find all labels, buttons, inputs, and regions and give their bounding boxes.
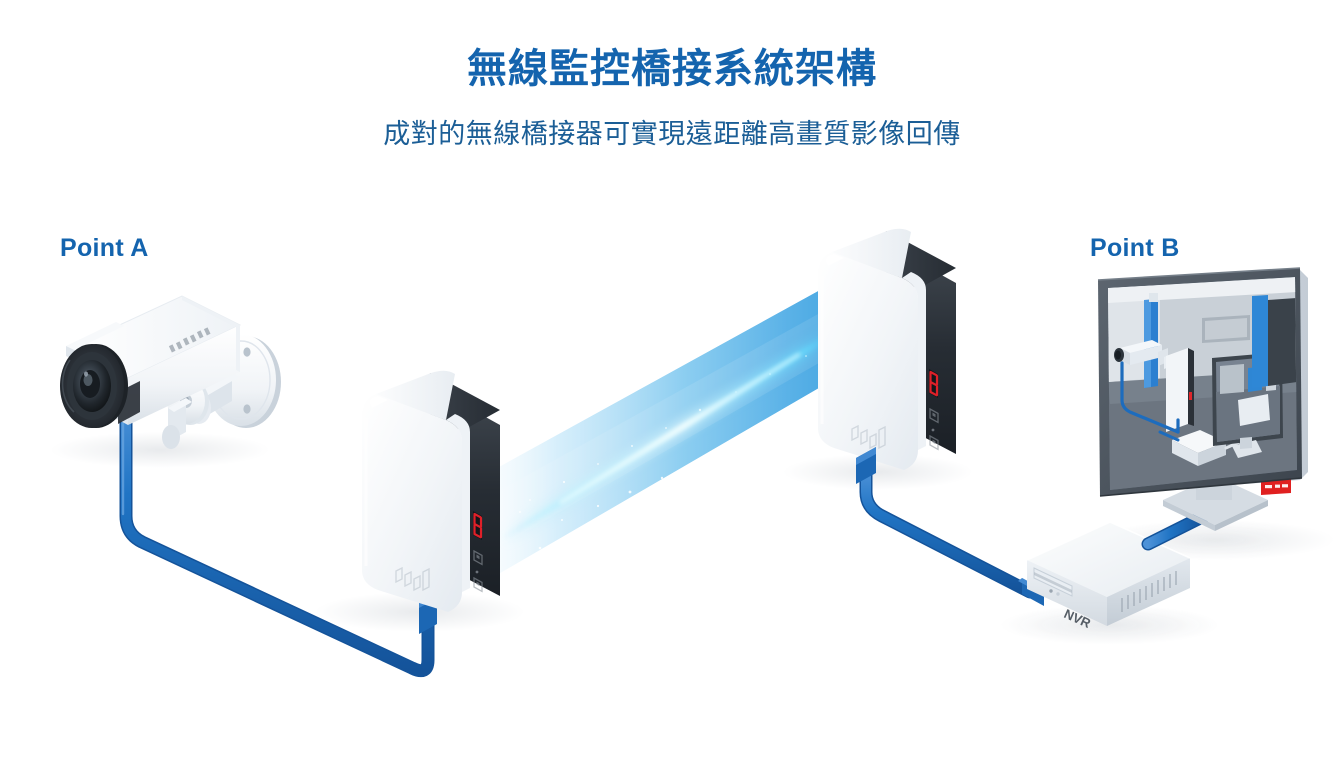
- cable-bridge-b-to-nvr: [856, 447, 1058, 606]
- label-point-b: Point B: [1090, 234, 1180, 262]
- ip-bullet-camera: [60, 295, 281, 449]
- label-point-a: Point A: [60, 234, 149, 262]
- bridge-a-logo: [395, 566, 430, 592]
- nvr-vents: [1121, 571, 1177, 612]
- cable-camera-to-bridge-a: [119, 393, 437, 678]
- wireless-bridge-b: [818, 228, 956, 470]
- monitor-inner-bridge: [1166, 348, 1194, 432]
- bridge-b-led-digit: [929, 369, 939, 398]
- display-monitor: [1097, 267, 1308, 531]
- page-subtitle: 成對的無線橋接器可實現遠距離高畫質影像回傳: [383, 119, 961, 149]
- wireless-beam: [497, 280, 838, 575]
- camera-brand-mark: [168, 327, 211, 353]
- bridge-b-port-icon-2: [929, 434, 939, 451]
- bridge-b-logo: [851, 424, 886, 450]
- monitor-inner-nvr: [1172, 430, 1226, 466]
- bridge-b-port-icon-1: [929, 407, 939, 424]
- wireless-bridge-a: [362, 370, 500, 612]
- bridge-a-led-digit: [473, 511, 483, 540]
- monitor-corner-badge: [1261, 479, 1291, 495]
- page-title: 無線監控橋接系統架構: [467, 47, 877, 91]
- bridge-a-port-icon-2: [473, 576, 483, 593]
- bridge-a-led-panel: [473, 511, 483, 593]
- bridge-b-led-panel: [929, 369, 939, 451]
- camera-lens: [60, 344, 128, 428]
- bridge-a-port-icon-1: [473, 549, 483, 566]
- monitor-screen-content: [1108, 277, 1297, 490]
